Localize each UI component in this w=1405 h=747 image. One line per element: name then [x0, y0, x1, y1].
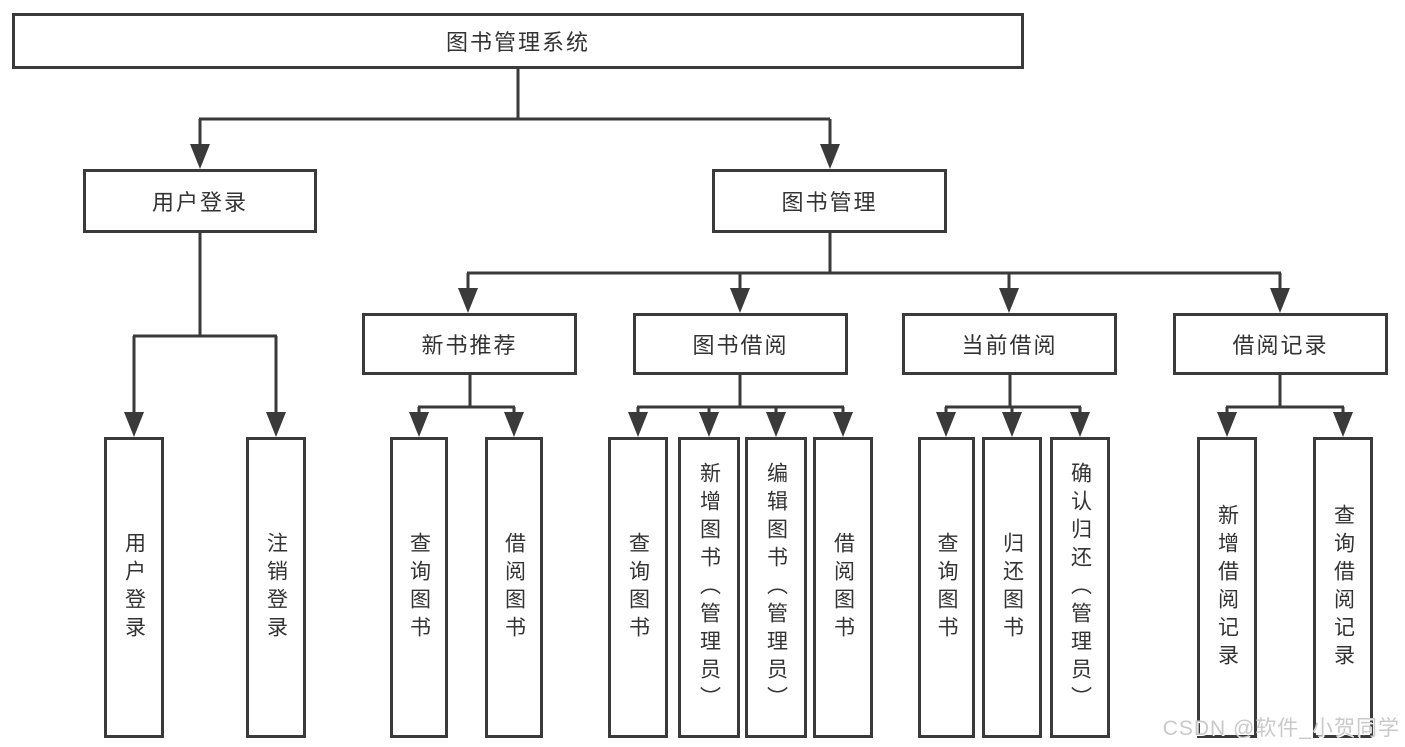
node-label: 图书管理	[781, 190, 878, 215]
leaf-add-borrow-record: 新增借阅记录	[1197, 437, 1257, 738]
node-label: 新书推荐	[421, 333, 518, 358]
node-label: 当前借阅	[961, 333, 1058, 358]
leaf-label: 新增图书（管理员）	[697, 461, 721, 714]
node-label: 图书借阅	[692, 333, 789, 358]
leaf-logout: 注销登录	[246, 437, 306, 738]
leaf-label: 归还图书	[1000, 531, 1024, 644]
leaf-query-borrow-record: 查询借阅记录	[1313, 437, 1373, 738]
leaf-label: 用户登录	[122, 531, 146, 644]
leaf-label: 注销登录	[264, 531, 288, 644]
leaf-return-books: 归还图书	[982, 437, 1042, 738]
leaf-label: 借阅图书	[831, 531, 855, 644]
node-label: 借阅记录	[1232, 333, 1329, 358]
node-book-management: 图书管理	[712, 169, 947, 233]
leaf-label: 查询借阅记录	[1331, 503, 1355, 672]
node-user-login: 用户登录	[83, 169, 317, 233]
node-borrow-record: 借阅记录	[1173, 313, 1388, 375]
leaf-edit-books-admin: 编辑图书（管理员）	[745, 437, 807, 738]
node-new-book-recommend: 新书推荐	[362, 313, 577, 375]
leaf-label: 新增借阅记录	[1215, 503, 1239, 672]
node-library-management-system: 图书管理系统	[12, 13, 1024, 69]
leaf-query-books-current: 查询图书	[918, 437, 975, 738]
node-label: 用户登录	[151, 190, 248, 215]
leaf-add-books-admin: 新增图书（管理员）	[678, 437, 740, 738]
leaf-label: 查询图书	[407, 531, 431, 644]
leaf-label: 编辑图书（管理员）	[764, 461, 788, 714]
leaf-query-books-recommend: 查询图书	[390, 437, 448, 738]
node-book-borrow: 图书借阅	[633, 313, 848, 375]
leaf-label: 查询图书	[626, 531, 650, 644]
node-label: 图书管理系统	[445, 30, 590, 55]
leaf-confirm-return-admin: 确认归还（管理员）	[1050, 437, 1110, 738]
node-current-borrow: 当前借阅	[902, 313, 1117, 375]
leaf-query-books-borrow: 查询图书	[608, 437, 668, 738]
leaf-borrow-books-recommend: 借阅图书	[485, 437, 543, 738]
csdn-watermark: CSDN @软件_小贺同学	[1162, 717, 1400, 740]
leaf-label: 确认归还（管理员）	[1068, 461, 1092, 714]
leaf-borrow-books: 借阅图书	[813, 437, 873, 738]
leaf-label: 查询图书	[935, 531, 958, 644]
leaf-label: 借阅图书	[502, 531, 526, 644]
leaf-user-login: 用户登录	[104, 437, 164, 738]
